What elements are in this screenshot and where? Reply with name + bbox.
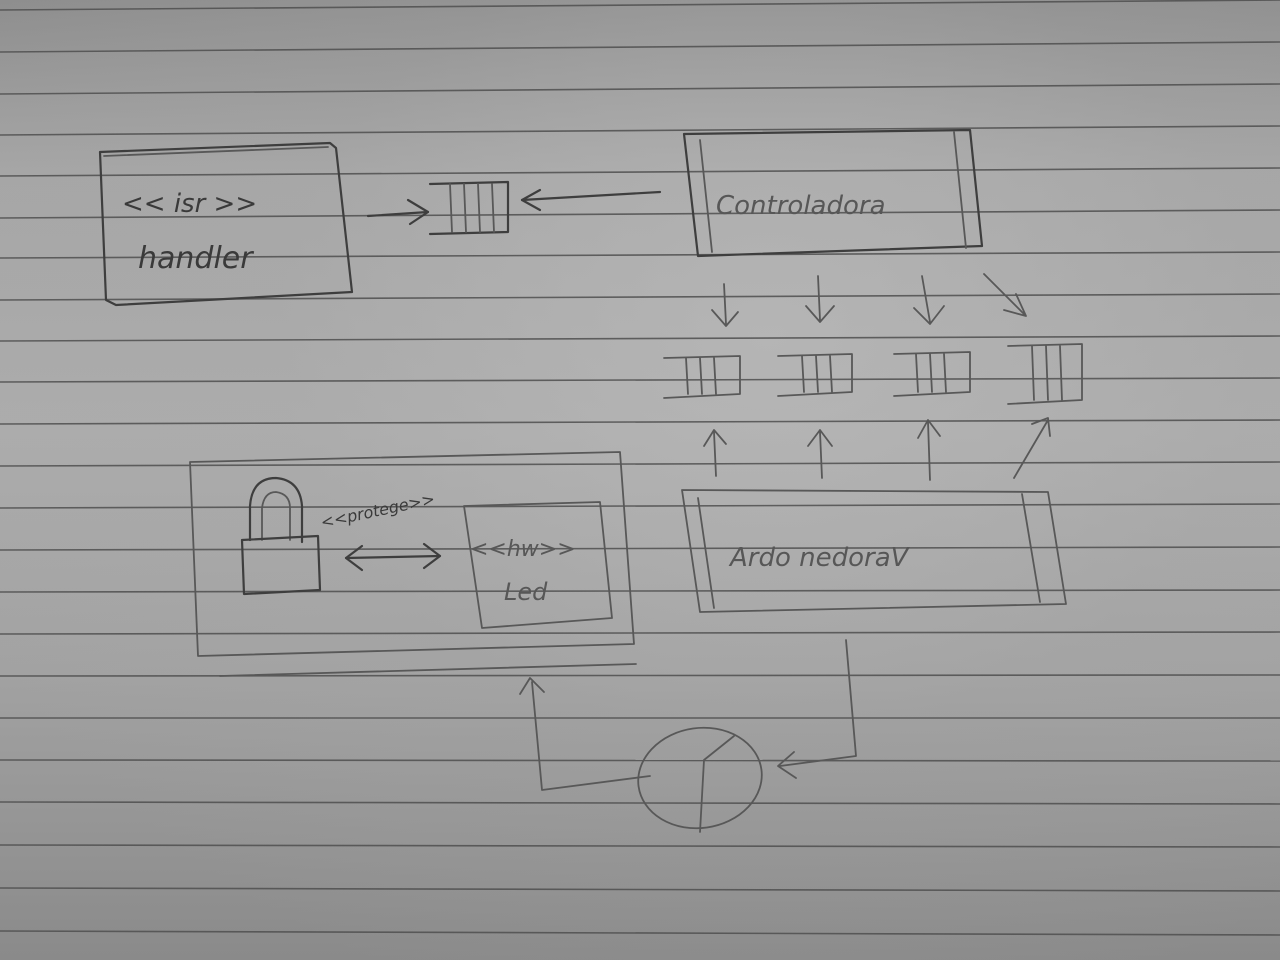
queue-icon	[893, 351, 971, 397]
lock-icon	[240, 476, 322, 596]
hw-name: Led	[504, 578, 548, 606]
protege-stereotype: <<protege>>	[319, 489, 437, 532]
timer-icon	[637, 726, 763, 833]
reader-box: Ardo nedoraV	[681, 489, 1067, 613]
timer-loop-arrows	[519, 639, 857, 791]
controller-fanout-arrows	[711, 273, 1027, 327]
reader-fanout-arrows	[703, 417, 1051, 481]
queue-icon	[777, 353, 853, 397]
double-arrow-icon	[344, 542, 442, 572]
isr-stereotype: << isr >>	[122, 189, 257, 219]
ruled-lines	[0, 0, 1280, 936]
queue-icon	[428, 180, 510, 236]
isr-name: handler	[138, 241, 254, 276]
controller-to-queue-arrow	[520, 188, 662, 212]
hw-stereotype: <<hw>>	[470, 537, 576, 562]
hw-led-box: <<hw>> Led	[463, 501, 613, 629]
reader-name: Ardo nedoraV	[728, 543, 911, 573]
protected-group-box	[189, 451, 637, 677]
controller-name: Controladora	[716, 191, 886, 221]
queue-icon	[1007, 343, 1083, 405]
isr-handler-box: << isr >> handler	[98, 141, 354, 307]
queue-icon	[663, 355, 741, 399]
controller-box: Controladora	[682, 128, 984, 258]
isr-to-queue-arrow	[366, 198, 430, 226]
